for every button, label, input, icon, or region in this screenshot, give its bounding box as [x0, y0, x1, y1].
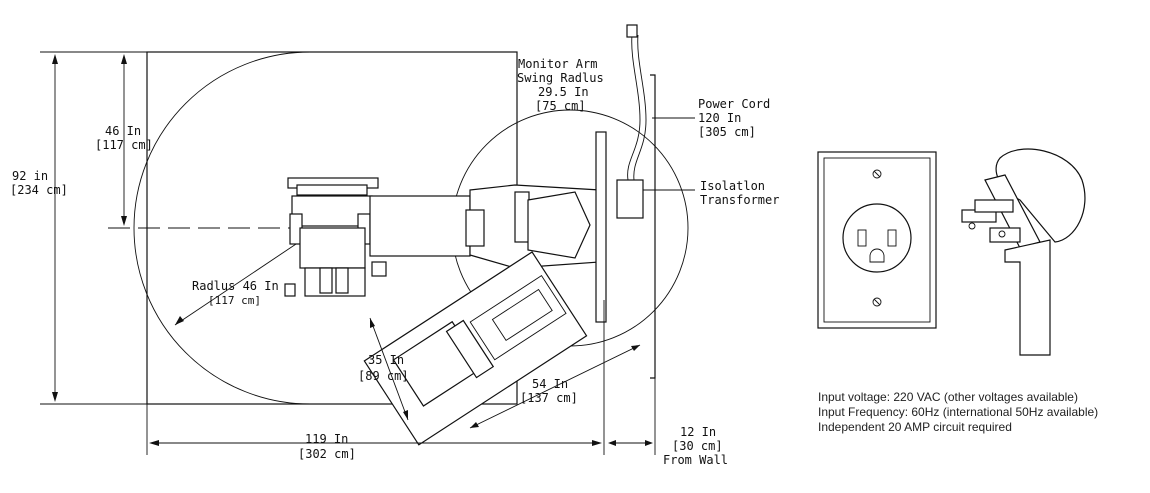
radius-arc [133, 51, 515, 405]
width-total-label: 119 In [305, 432, 348, 446]
power-cord-label: Power Cord [698, 97, 770, 111]
radius-metric-label: [117 cm] [208, 294, 261, 307]
isolation-label-2: Transformer [700, 193, 779, 207]
wall-distance-metric-label: [30 cm] [672, 439, 723, 453]
table-width-label: 35 In [368, 353, 404, 367]
wall-distance-note: From Wall [663, 453, 728, 467]
power-cord [627, 34, 641, 181]
isolation-transformer [616, 179, 644, 219]
table-length-metric-label: [137 cm] [520, 391, 578, 405]
wall-outlet [817, 151, 937, 329]
height-total-metric-label: [234 cm] [10, 183, 68, 197]
electrical-specs: Input voltage: 220 VAC (other voltages a… [818, 390, 1098, 435]
center-height-label: 46 In [105, 124, 141, 138]
operator-table [363, 251, 588, 446]
arm-swing-label-1: Monitor Arm [518, 57, 597, 71]
table-width-metric-label: [89 cm] [358, 369, 409, 383]
height-total-label: 92 in [12, 169, 48, 183]
power-cord-metric-label: [305 cm] [698, 125, 756, 139]
power-plug [961, 148, 1086, 356]
wall-distance-label: 12 In [680, 425, 716, 439]
power-cord-length-label: 120 In [698, 111, 741, 125]
spec-circuit: Independent 20 AMP circuit required [818, 420, 1012, 434]
arm-swing-label-3: 29.5 In [538, 85, 589, 99]
table-length-label: 54 In [532, 377, 568, 391]
spec-voltage: Input voltage: 220 VAC (other voltages a… [818, 390, 1078, 404]
radius-label: Radlus 46 In [192, 279, 279, 293]
delivery-unit [465, 131, 607, 323]
spec-frequency: Input Frequency: 60Hz (international 50H… [818, 405, 1099, 419]
arm-swing-label-2: Swing Radlus [517, 71, 604, 85]
arm-swing-label-4: [75 cm] [535, 99, 586, 113]
isolation-label-1: Isolatlon [700, 179, 765, 193]
patient-chair [284, 177, 471, 297]
center-height-metric-label: [117 cm] [95, 138, 153, 152]
width-total-metric-label: [302 cm] [298, 447, 356, 461]
wall-line [650, 74, 656, 379]
